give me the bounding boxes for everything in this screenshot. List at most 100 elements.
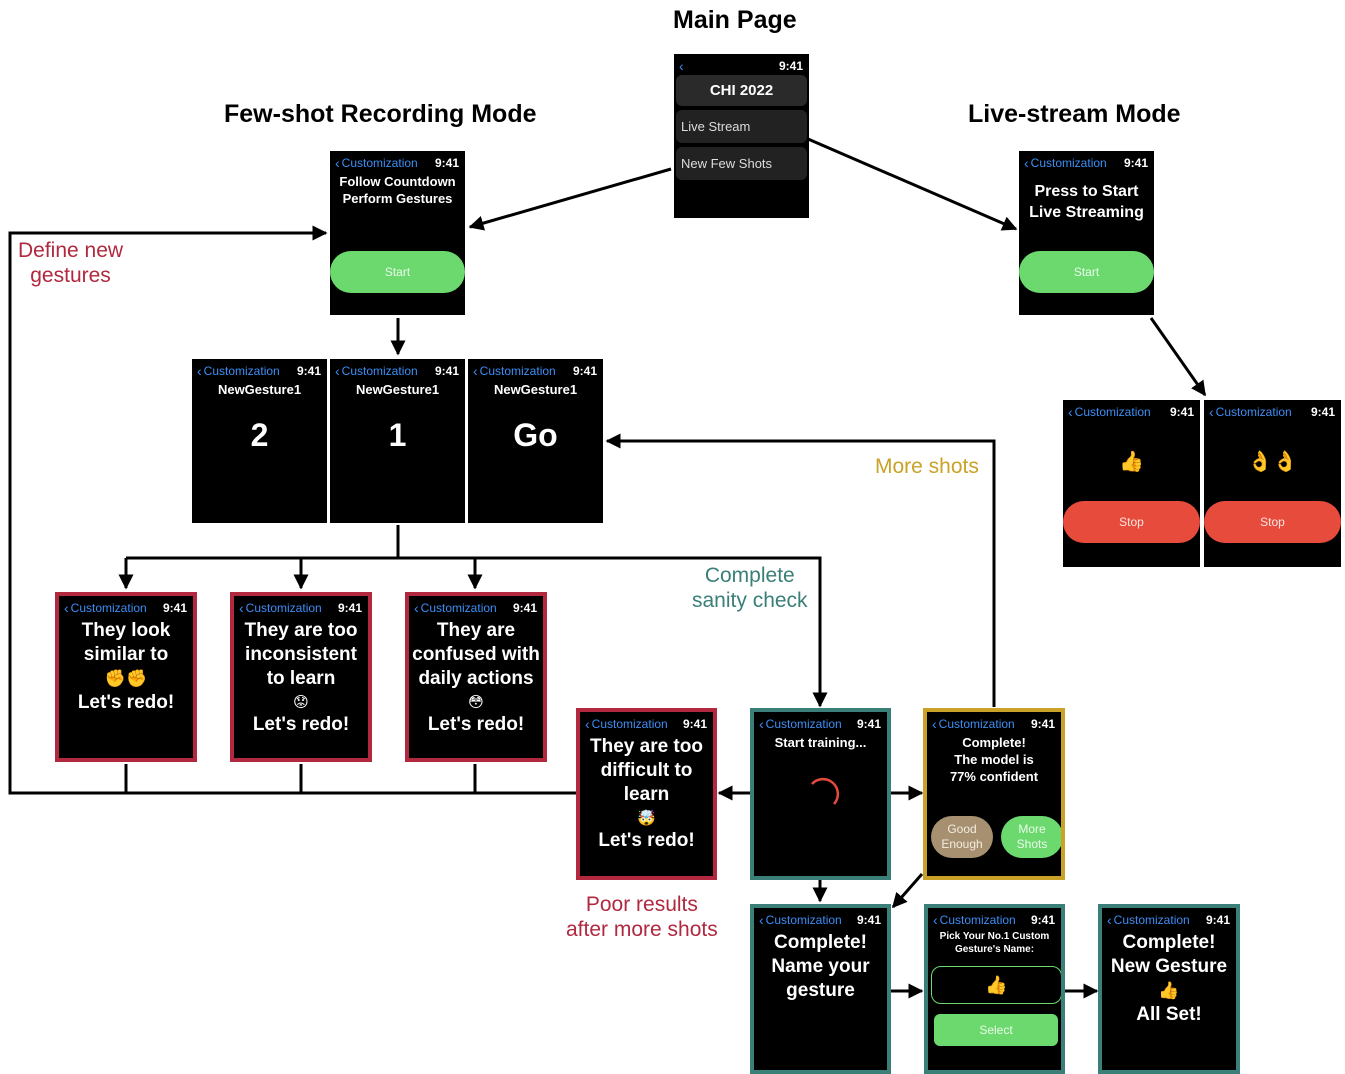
arrow-result-to-pick xyxy=(891,873,924,909)
worried-face-icon: 😟 xyxy=(293,694,309,711)
back-link[interactable]: ‹Customization xyxy=(1209,404,1292,420)
back-label: Customization xyxy=(341,364,418,378)
clock: 9:41 xyxy=(1030,913,1055,927)
heading-few-shot: Few-shot Recording Mode xyxy=(224,100,537,128)
clock: 9:41 xyxy=(1310,405,1335,419)
clock: 9:41 xyxy=(434,364,459,378)
back-link[interactable]: ‹Customization xyxy=(197,363,280,379)
exploding-head-icon: 🤯 xyxy=(637,810,656,827)
clock: 9:41 xyxy=(1123,156,1148,170)
back-label: Customization xyxy=(70,601,147,615)
chevron-left-icon: ‹ xyxy=(1107,912,1112,928)
clock: 9:41 xyxy=(162,601,187,615)
chevron-left-icon: ‹ xyxy=(759,912,764,928)
note-define-new: Define new gestures xyxy=(18,239,124,287)
back-label: Customization xyxy=(203,364,280,378)
back-label: Customization xyxy=(245,601,322,615)
chevron-left-icon: ‹ xyxy=(335,155,340,171)
more-shots-button[interactable]: More Shots xyxy=(1001,816,1061,858)
back-link[interactable]: ‹Customization xyxy=(1107,912,1190,928)
chevron-left-icon: ‹ xyxy=(1068,404,1073,420)
pick-prompt: Pick Your No.1 Custom Gesture's Name: xyxy=(939,931,1050,955)
line-redo-loop xyxy=(8,225,576,795)
redo-prompt: Let's redo! xyxy=(252,714,350,735)
redo-prompt: Let's redo! xyxy=(77,692,175,713)
menu-item-live-stream[interactable]: Live Stream xyxy=(676,110,807,143)
heading-main-page: Main Page xyxy=(673,6,797,34)
redo-reason: They are too inconsistent to learn xyxy=(244,620,358,689)
record-instructions: Follow Countdown Perform Gestures xyxy=(339,174,456,206)
back-link[interactable]: ‹Customization xyxy=(585,716,668,732)
chevron-left-icon: ‹ xyxy=(759,716,764,732)
good-enough-button[interactable]: Good Enough xyxy=(931,816,993,858)
back-label: Customization xyxy=(939,913,1016,927)
heading-live-stream: Live-stream Mode xyxy=(968,100,1181,128)
stop-button[interactable]: Stop xyxy=(1063,501,1200,543)
back-link[interactable]: ‹Customization xyxy=(64,600,147,616)
back-chevron-icon[interactable]: ‹ xyxy=(679,58,684,74)
back-label: Customization xyxy=(765,913,842,927)
back-label: Customization xyxy=(420,601,497,615)
back-label: Customization xyxy=(591,717,668,731)
thumbs-up-icon: 👍 xyxy=(985,975,1008,995)
back-link[interactable]: ‹Customization xyxy=(1024,155,1107,171)
chevron-left-icon: ‹ xyxy=(933,912,938,928)
note-sanity-check: Complete sanity check xyxy=(692,564,808,612)
clock: 9:41 xyxy=(1169,405,1194,419)
chevron-left-icon: ‹ xyxy=(585,716,590,732)
redo-reason: They are confused with daily actions xyxy=(412,620,540,689)
countdown-value: 2 xyxy=(250,417,269,453)
menu-item-new-few-shots[interactable]: New Few Shots xyxy=(676,147,807,180)
select-button[interactable]: Select xyxy=(934,1014,1058,1046)
gesture-name: NewGesture1 xyxy=(217,382,302,397)
clock: 9:41 xyxy=(512,601,537,615)
back-link[interactable]: ‹Customization xyxy=(932,716,1015,732)
chevron-left-icon: ‹ xyxy=(239,600,244,616)
stop-button[interactable]: Stop xyxy=(1204,501,1341,543)
back-link[interactable]: ‹Customization xyxy=(759,912,842,928)
back-label: Customization xyxy=(1215,405,1292,419)
flushed-face-icon: 😳 xyxy=(468,694,484,711)
back-link[interactable]: ‹Customization xyxy=(759,716,842,732)
clock: 9:41 xyxy=(296,364,321,378)
watch-main-page: ‹ 9:41 CHI 2022 Live Stream New Few Shot… xyxy=(674,54,809,218)
back-label: Customization xyxy=(938,717,1015,731)
chevron-left-icon: ‹ xyxy=(1209,404,1214,420)
back-link[interactable]: ‹Customization xyxy=(473,363,556,379)
gesture-name: NewGesture1 xyxy=(355,382,440,397)
line-more-shots-loop xyxy=(605,433,996,707)
back-link[interactable]: ‹Customization xyxy=(335,155,418,171)
chevron-left-icon: ‹ xyxy=(932,716,937,732)
back-link[interactable]: ‹Customization xyxy=(335,363,418,379)
training-title: Start training... xyxy=(774,735,867,750)
back-link[interactable]: ‹Customization xyxy=(414,600,497,616)
back-link[interactable]: ‹Customization xyxy=(1068,404,1151,420)
gesture-name: NewGesture1 xyxy=(493,382,578,397)
back-link[interactable]: ‹Customization xyxy=(933,912,1016,928)
start-button[interactable]: Start xyxy=(330,251,465,293)
redo-prompt: Let's redo! xyxy=(427,714,525,735)
fist-icon: ✊✊ xyxy=(104,669,148,688)
watch-pick-name: ‹Customization 9:41 Pick Your No.1 Custom… xyxy=(924,904,1065,1074)
watch-redo-confused: ‹Customization 9:41 They are confused wit… xyxy=(405,592,547,762)
watch-live-start: ‹Customization 9:41 Press to Start Live … xyxy=(1019,151,1154,315)
chevron-left-icon: ‹ xyxy=(414,600,419,616)
gesture-picker[interactable]: 👍 xyxy=(931,966,1061,1004)
chevron-left-icon: ‹ xyxy=(1024,155,1029,171)
arrow-live-to-stop xyxy=(1149,317,1207,397)
chevron-left-icon: ‹ xyxy=(197,363,202,379)
back-link[interactable]: ‹Customization xyxy=(239,600,322,616)
back-label: Customization xyxy=(1074,405,1151,419)
chevron-left-icon: ‹ xyxy=(64,600,69,616)
start-button[interactable]: Start xyxy=(1019,251,1154,293)
